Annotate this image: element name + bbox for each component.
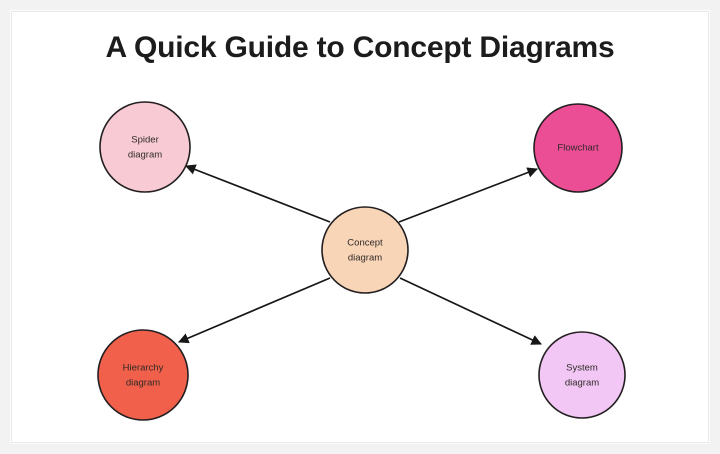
edge-concept-to-system — [399, 277, 542, 345]
node-flowchart-label-line1: Flowchart — [557, 143, 599, 154]
node-spider-label-line2: diagram — [128, 150, 162, 161]
node-system[interactable]: System diagram — [538, 331, 626, 419]
node-system-circle[interactable] — [538, 331, 626, 419]
node-spider-label-line1: Spider — [131, 135, 158, 146]
edge-group — [178, 164, 542, 345]
node-hierarchy-circle[interactable] — [97, 329, 189, 421]
node-flowchart-circle[interactable] — [533, 103, 623, 193]
edge-concept-to-spider — [185, 164, 331, 223]
node-hierarchy-label-line2: diagram — [126, 378, 160, 389]
node-concept[interactable]: Concept diagram — [321, 206, 409, 294]
node-hierarchy-label-line1: Hierarchy — [123, 363, 164, 374]
node-concept-label-line1: Concept — [347, 238, 383, 249]
node-spider[interactable]: Spider diagram — [99, 101, 191, 193]
node-flowchart[interactable]: Flowchart — [533, 103, 623, 193]
node-system-label-line1: System — [566, 363, 598, 374]
node-hierarchy[interactable]: Hierarchy diagram — [97, 329, 189, 421]
edge-concept-to-flowchart — [398, 167, 538, 223]
edge-concept-to-hierarchy — [178, 277, 331, 344]
page-title: A Quick Guide to Concept Diagrams — [105, 31, 615, 64]
node-spider-circle[interactable] — [99, 101, 191, 193]
node-concept-circle[interactable] — [321, 206, 409, 294]
node-system-label-line2: diagram — [565, 378, 599, 389]
node-concept-label-line2: diagram — [348, 253, 382, 264]
